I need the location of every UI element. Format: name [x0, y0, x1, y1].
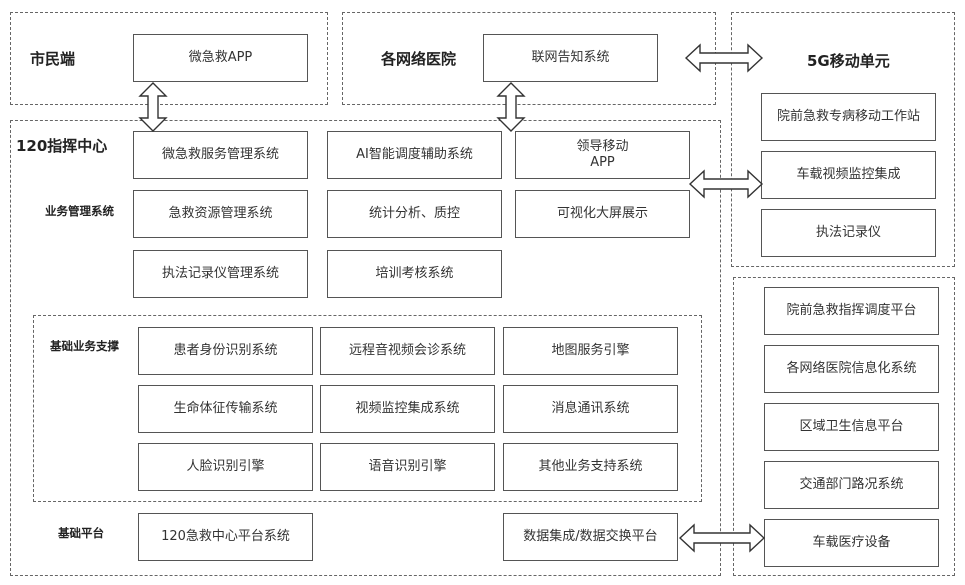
citizen-region — [10, 12, 328, 105]
business-system-box: AI智能调度辅助系统 — [327, 131, 502, 179]
basic-platform-label: 基础平台 — [58, 526, 104, 540]
support-system-box: 生命体征传输系统 — [138, 385, 313, 433]
support-system-box: 消息通讯系统 — [503, 385, 678, 433]
vertical-double-arrow-icon — [138, 82, 168, 132]
business-management-label: 业务管理系统 — [45, 204, 114, 218]
command-center-region — [10, 120, 721, 576]
platform-system-box: 数据集成/数据交换平台 — [503, 513, 678, 561]
external-system-box: 车载医疗设备 — [764, 519, 939, 567]
external-systems-region — [733, 277, 955, 576]
business-system-box: 领导移动 APP — [515, 131, 690, 179]
business-system-box: 急救资源管理系统 — [133, 190, 308, 238]
command-center-title: 120指挥中心 — [16, 137, 108, 155]
horizontal-double-arrow-icon — [684, 43, 764, 73]
support-system-box: 人脸识别引擎 — [138, 443, 313, 491]
support-system-box: 远程音视频会诊系统 — [320, 327, 495, 375]
citizen-app-box: 微急救APP — [133, 34, 308, 82]
vertical-double-arrow-icon — [496, 82, 526, 132]
business-system-box: 可视化大屏展示 — [515, 190, 690, 238]
hospital-title: 各网络医院 — [381, 50, 457, 68]
platform-system-box: 120急救中心平台系统 — [138, 513, 313, 561]
citizen-title: 市民端 — [30, 50, 76, 68]
horizontal-double-arrow-icon — [678, 523, 766, 553]
vehicle-video-box: 车载视频监控集成 — [761, 151, 936, 199]
external-system-box: 院前急救指挥调度平台 — [764, 287, 939, 335]
support-system-box: 视频监控集成系统 — [320, 385, 495, 433]
support-region — [33, 315, 702, 502]
external-system-box: 各网络医院信息化系统 — [764, 345, 939, 393]
basic-support-label: 基础业务支撑 — [50, 339, 119, 353]
hospital-notify-system-box: 联网告知系统 — [483, 34, 658, 82]
mobile-5g-title: 5G移动单元 — [807, 52, 890, 70]
support-system-box: 语音识别引擎 — [320, 443, 495, 491]
mobile-workstation-box: 院前急救专病移动工作站 — [761, 93, 936, 141]
business-system-box: 微急救服务管理系统 — [133, 131, 308, 179]
external-system-box: 区域卫生信息平台 — [764, 403, 939, 451]
support-system-box: 地图服务引擎 — [503, 327, 678, 375]
business-system-box: 执法记录仪管理系统 — [133, 250, 308, 298]
business-system-box: 培训考核系统 — [327, 250, 502, 298]
business-system-box: 统计分析、质控 — [327, 190, 502, 238]
law-recorder-box: 执法记录仪 — [761, 209, 936, 257]
external-system-box: 交通部门路况系统 — [764, 461, 939, 509]
support-system-box: 其他业务支持系统 — [503, 443, 678, 491]
mobile-5g-region — [731, 12, 955, 267]
support-system-box: 患者身份识别系统 — [138, 327, 313, 375]
horizontal-double-arrow-icon — [688, 169, 764, 199]
